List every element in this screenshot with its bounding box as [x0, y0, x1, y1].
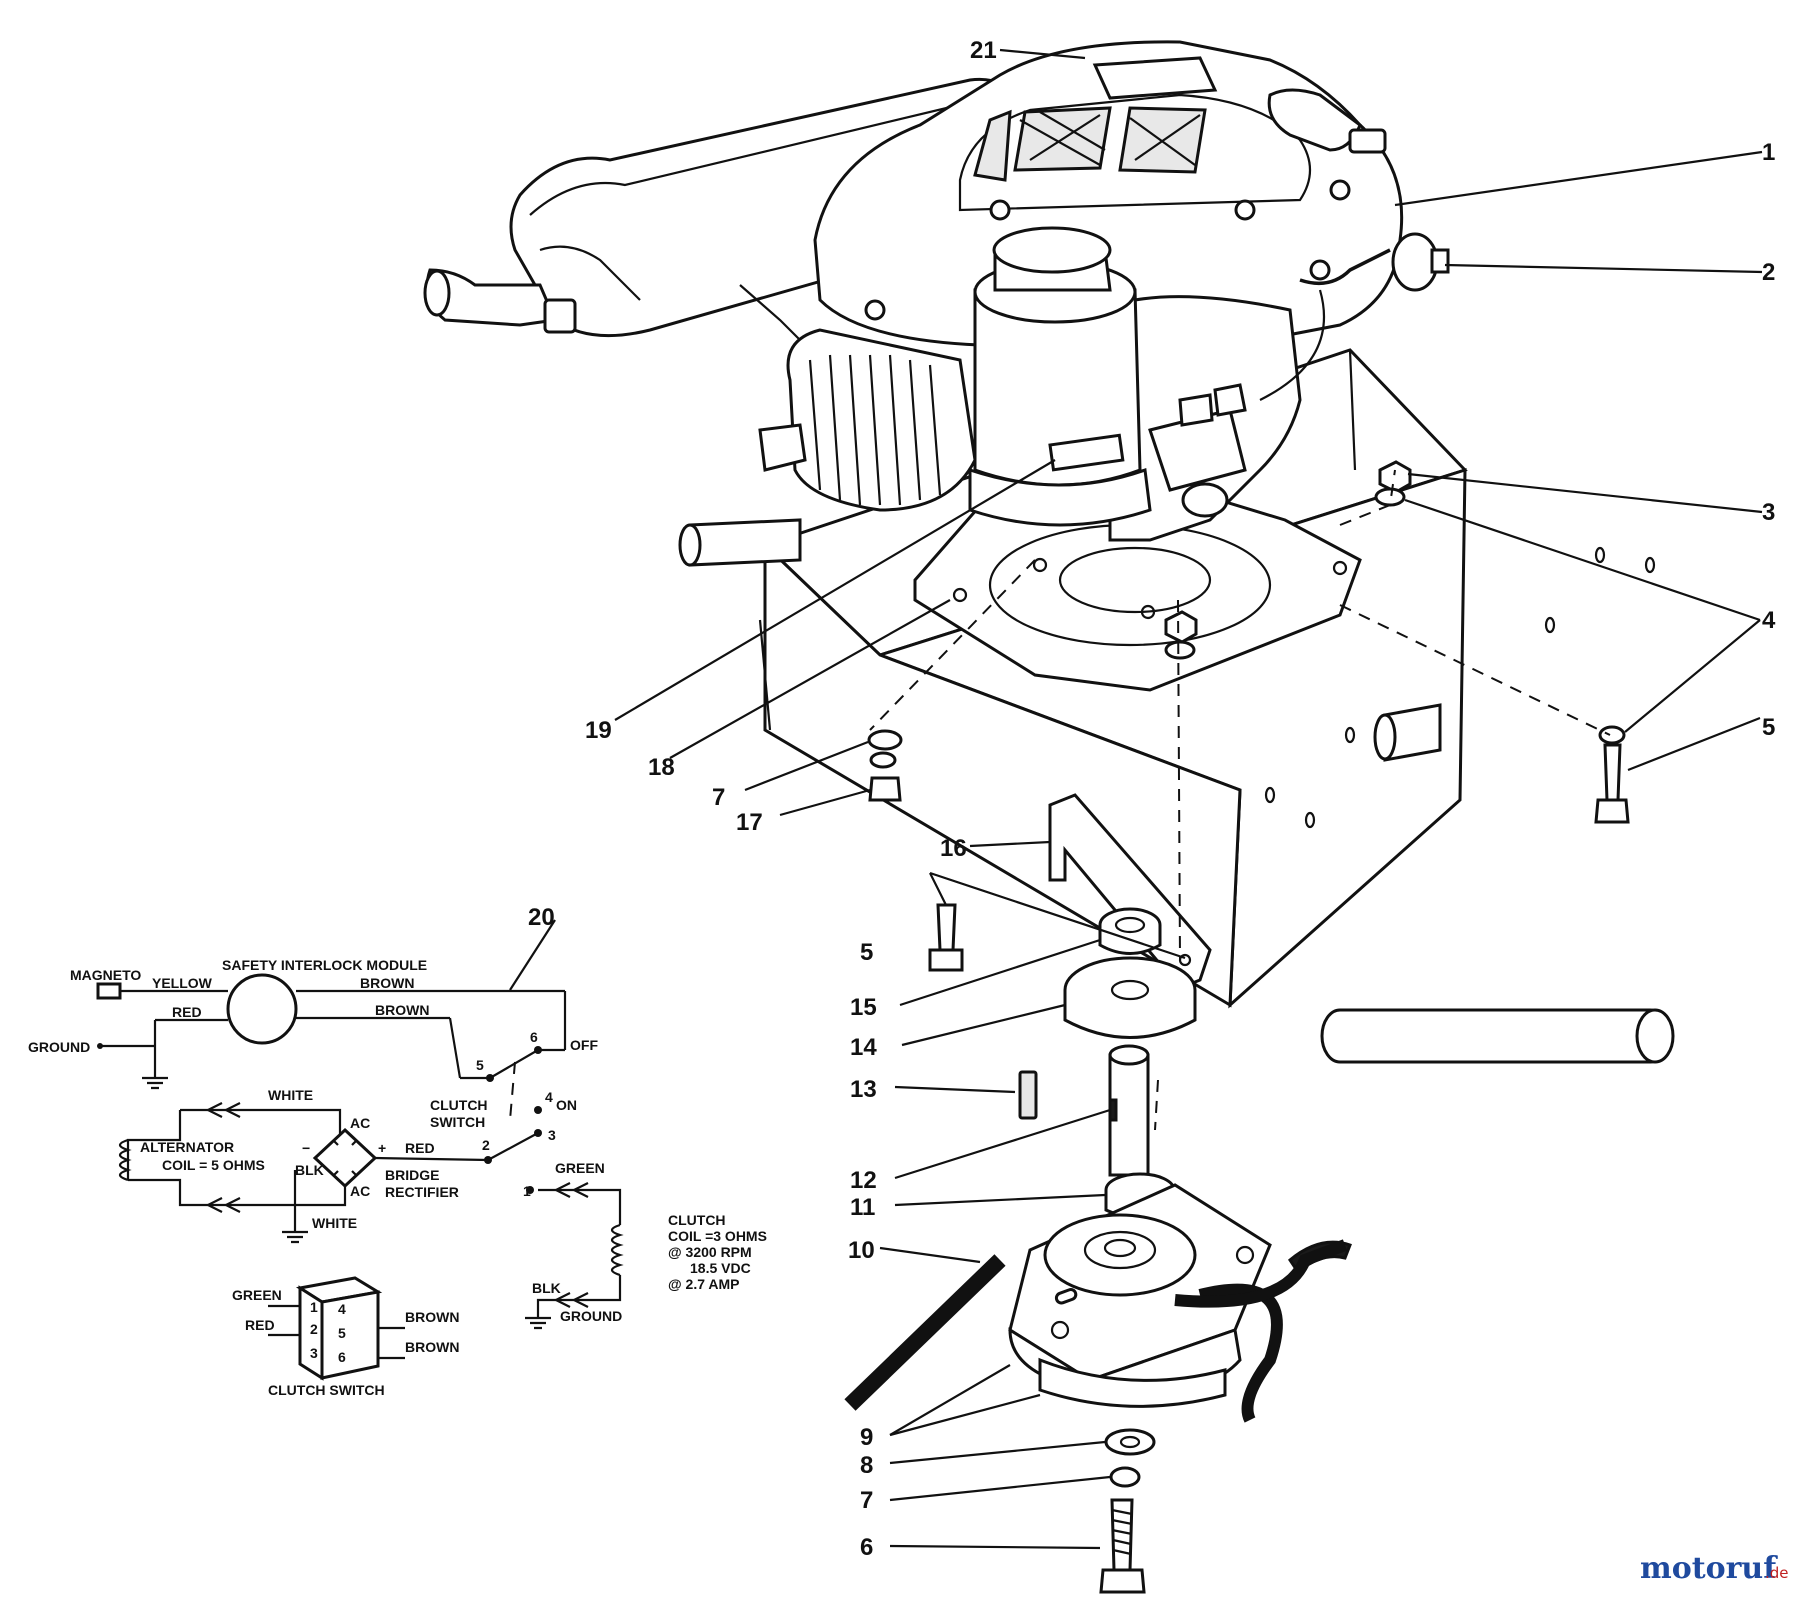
bridge-rectifier [312, 1127, 378, 1189]
callout-10: 10 [848, 1237, 875, 1264]
label-minus: − [302, 1140, 310, 1156]
callout-2: 2 [1762, 259, 1775, 286]
interlock-module [226, 973, 298, 1045]
label-off: OFF [570, 1037, 598, 1053]
label-yellow: YELLOW [152, 975, 213, 991]
label-red-mid: RED [405, 1140, 435, 1156]
label-magneto: MAGNETO [70, 967, 141, 983]
label-clutch-coil-2: COIL =3 OHMS [668, 1228, 767, 1244]
switch-pin-1: 1 [310, 1299, 318, 1315]
label-plus: + [378, 1140, 386, 1156]
magneto-connector [96, 982, 122, 1000]
callout-8: 8 [860, 1452, 873, 1479]
clutch-assembly [844, 907, 1352, 1594]
label-safety-interlock-module: SAFETY INTERLOCK MODULE [222, 957, 427, 973]
label-green-right: GREEN [555, 1160, 605, 1176]
label-white-bottom: WHITE [312, 1215, 357, 1231]
watermark-brand: motoruf [1640, 1551, 1778, 1586]
callout-11: 11 [850, 1194, 875, 1221]
callout-14: 14 [850, 1034, 877, 1061]
switch-pin-4: 4 [338, 1301, 346, 1317]
callout-6: 6 [860, 1534, 873, 1561]
label-blk-bottom: BLK [532, 1280, 561, 1296]
label-clutch-coil-5: @ 2.7 AMP [668, 1276, 739, 1292]
label-clutch-switch-2: SWITCH [430, 1114, 485, 1130]
callout-13: 13 [850, 1076, 877, 1103]
label-ground: GROUND [28, 1039, 90, 1055]
label-t6: 6 [530, 1029, 538, 1045]
label-red-top: RED [172, 1004, 202, 1020]
label-clutch-switch-1: CLUTCH [430, 1097, 488, 1113]
callout-7-upper: 7 [712, 784, 725, 811]
callout-numbers: 21 1 2 3 4 5 19 18 7 17 16 5 15 14 13 12… [528, 37, 1776, 1561]
label-alternator-2: COIL = 5 OHMS [162, 1157, 265, 1173]
switch-label-brown-2: BROWN [405, 1339, 459, 1355]
callout-16: 16 [940, 835, 967, 862]
switch-pin-5: 5 [338, 1325, 346, 1341]
callout-5-left: 5 [860, 939, 873, 966]
label-bridge-2: RECTIFIER [385, 1184, 459, 1200]
label-blk: BLK [295, 1162, 324, 1178]
label-brown-top: BROWN [360, 975, 414, 991]
label-bridge-1: BRIDGE [385, 1167, 439, 1183]
engine-body [758, 40, 1450, 542]
label-ground-bottom: GROUND [560, 1308, 622, 1324]
switch-pin-2: 2 [310, 1321, 318, 1337]
watermark-suffix: .de [1765, 1564, 1789, 1582]
switch-label-brown-1: BROWN [405, 1309, 459, 1325]
switch-label-red: RED [245, 1317, 275, 1333]
callout-21: 21 [970, 37, 997, 64]
switch-label-green: GREEN [232, 1287, 282, 1303]
callout-9: 9 [860, 1424, 873, 1451]
callout-1: 1 [1762, 139, 1775, 166]
leader-lines [509, 48, 1763, 1550]
callout-5-right: 5 [1762, 714, 1775, 741]
label-t3: 3 [548, 1127, 556, 1143]
label-clutch-coil-3: @ 3200 RPM [668, 1244, 752, 1260]
engine-mount-plate [913, 468, 1362, 692]
callout-19: 19 [585, 717, 612, 744]
label-on-num: 4 [545, 1089, 553, 1105]
switch-pin-6: 6 [338, 1349, 346, 1365]
label-alternator-1: ALTERNATOR [140, 1139, 234, 1155]
watermark-logo: motoruf .de [1640, 1551, 1789, 1586]
label-clutch-coil-1: CLUTCH [668, 1212, 726, 1228]
label-clutch-coil-4: 18.5 VDC [690, 1260, 751, 1276]
label-ac-bottom: AC [350, 1183, 370, 1199]
label-t5: 5 [476, 1057, 484, 1073]
callout-3: 3 [1762, 499, 1775, 526]
label-white-top: WHITE [268, 1087, 313, 1103]
callout-12: 12 [850, 1167, 877, 1194]
label-t1: 1 [523, 1183, 531, 1199]
callout-4: 4 [1762, 607, 1776, 634]
label-ac-top: AC [350, 1115, 370, 1131]
switch-pin-3: 3 [310, 1345, 318, 1361]
callout-17: 17 [736, 809, 763, 836]
switch-caption: CLUTCH SWITCH [268, 1382, 385, 1398]
mount-hardware [867, 460, 1630, 1131]
label-on: ON [556, 1097, 577, 1113]
label-t2: 2 [482, 1137, 490, 1153]
label-brown-mid: BROWN [375, 1002, 429, 1018]
callout-20: 20 [528, 904, 555, 931]
callout-7-lower: 7 [860, 1487, 873, 1514]
callout-15: 15 [850, 994, 877, 1021]
wiring-schematic [96, 973, 624, 1330]
callout-18: 18 [648, 754, 675, 781]
wiring-labels: SAFETY INTERLOCK MODULE MAGNETO YELLOW B… [28, 957, 767, 1324]
clutch-switch-block: GREEN RED BROWN BROWN 1 2 3 4 5 6 CLUTCH… [232, 1276, 459, 1398]
